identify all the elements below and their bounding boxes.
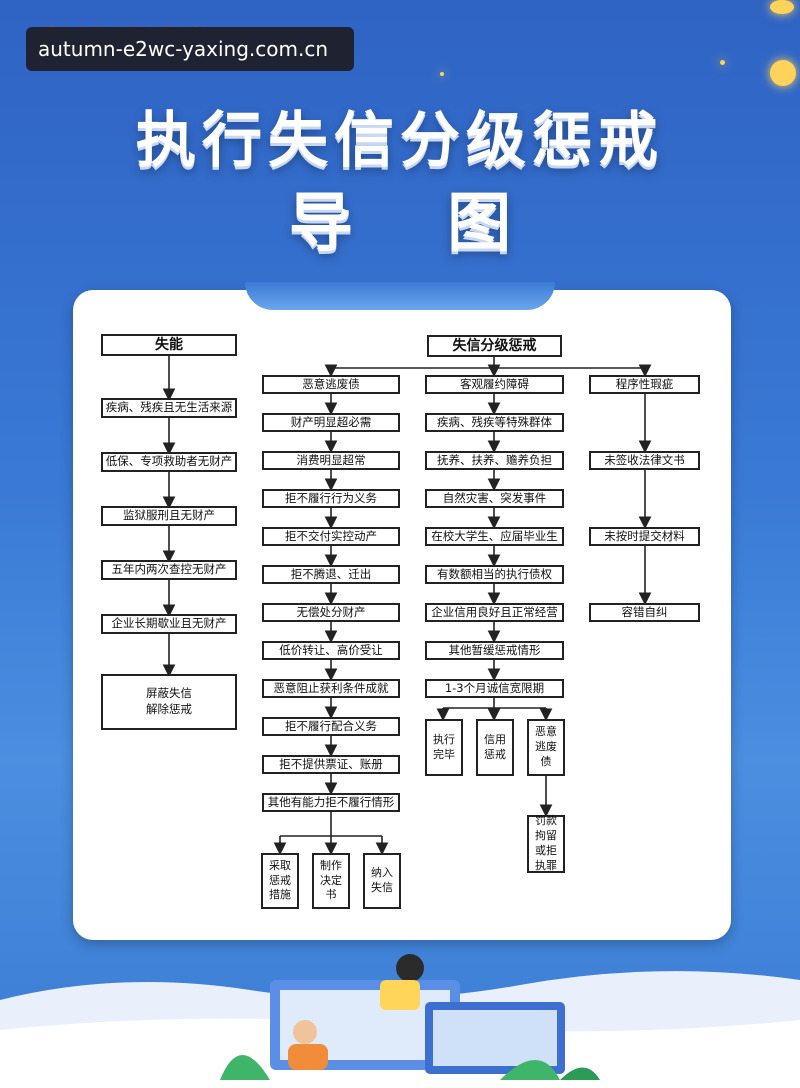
node-malicious-item: 消费明显超常 — [262, 451, 400, 470]
node-incapacity: 失能 — [101, 334, 237, 356]
node-incapacity-step: 疾病、残疾且无生活来源 — [101, 398, 237, 418]
node-incapacity-step: 监狱服刑且无财产 — [101, 506, 237, 526]
node-procedural-defect: 程序性瑕疵 — [589, 375, 700, 394]
node-outcome-measures: 采取惩戒措施 — [261, 853, 299, 909]
node-shield-discredit: 屏蔽失信 解除惩戒 — [101, 674, 237, 730]
sparkle — [440, 72, 444, 76]
node-outcome-malicious: 恶意逃废债 — [527, 719, 565, 776]
result-line: 屏蔽失信 — [146, 686, 192, 701]
sparkle — [770, 0, 794, 14]
node-incapacity-step: 低保、专项救助者无财产 — [101, 452, 237, 472]
card-tab-decoration — [245, 282, 555, 310]
node-objective-item: 疾病、残疾等特殊群体 — [425, 413, 564, 432]
node-fine-detention: 罚款拘留或拒执罪 — [527, 814, 565, 873]
node-procedural-item: 未按时提交材料 — [589, 527, 700, 546]
bottom-illustration — [0, 954, 800, 1088]
poster-title: 执行失信分级惩戒 — [136, 106, 664, 176]
node-malicious-item: 无偿处分财产 — [262, 603, 400, 622]
node-outcome-blacklist: 纳入失信 — [363, 853, 401, 909]
node-objective-item: 自然灾害、突发事件 — [425, 489, 564, 508]
node-self-correction: 容错自纠 — [589, 603, 700, 622]
node-objective-obstacle: 客观履约障碍 — [425, 375, 564, 394]
node-objective-item: 企业信用良好且正常经营 — [425, 603, 564, 622]
node-malicious-item: 拒不腾退、迁出 — [262, 565, 400, 584]
node-outcome-decision: 制作决定书 — [312, 853, 350, 909]
sparkle — [770, 60, 796, 86]
sparkle — [720, 60, 725, 65]
node-malicious-item: 其他有能力拒不履行情形 — [262, 793, 400, 812]
node-procedural-item: 未签收法律文书 — [589, 451, 700, 470]
node-malicious-item: 低价转让、高价受让 — [262, 641, 400, 660]
watermark-banner: autumn-e2wc-yaxing.com.cn — [26, 27, 354, 71]
node-grace-period: 1-3个月诚信宽限期 — [425, 679, 564, 698]
result-line: 解除惩戒 — [146, 702, 192, 716]
node-outcome-completed: 执行完毕 — [425, 719, 463, 776]
node-outcome-credit-punish: 信用惩戒 — [476, 719, 514, 776]
node-malicious-item: 财产明显超必需 — [262, 413, 400, 432]
node-malicious-item: 拒不履行配合义务 — [262, 717, 400, 736]
node-objective-item: 在校大学生、应届毕业生 — [425, 527, 564, 546]
node-malicious-evasion: 恶意逃废债 — [262, 375, 400, 394]
node-incapacity-step: 企业长期歇业且无财产 — [101, 614, 237, 634]
node-malicious-item: 拒不履行行为义务 — [262, 489, 400, 508]
node-objective-item: 其他暂缓惩戒情形 — [425, 641, 564, 660]
node-malicious-item: 拒不提供票证、账册 — [262, 755, 400, 774]
poster-subtitle: 导 图 — [288, 187, 548, 261]
node-objective-item: 有数额相当的执行债权 — [425, 565, 564, 584]
node-graded-punishment: 失信分级惩戒 — [427, 335, 562, 357]
node-malicious-item: 恶意阻止获利条件成就 — [262, 679, 400, 698]
node-incapacity-step: 五年内两次查控无财产 — [101, 560, 237, 580]
node-objective-item: 抚养、扶养、赡养负担 — [425, 451, 564, 470]
node-malicious-item: 拒不交付实控动产 — [262, 527, 400, 546]
